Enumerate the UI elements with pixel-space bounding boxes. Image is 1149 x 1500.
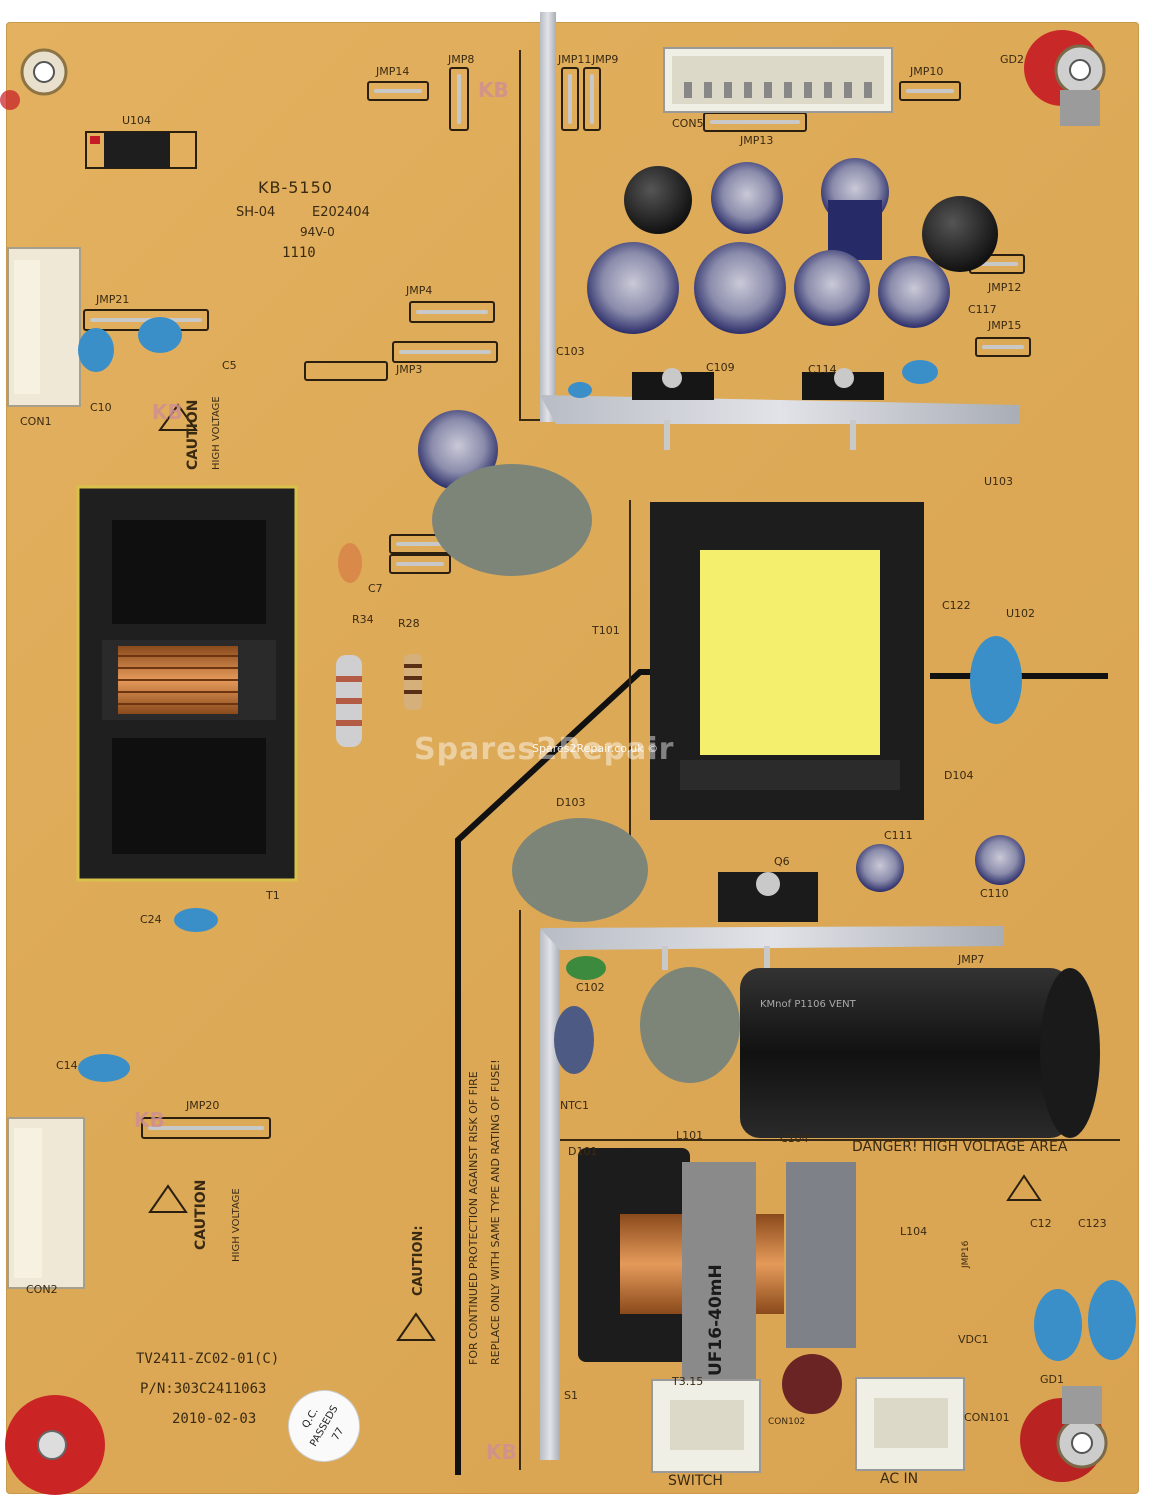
label-con2: CON2 xyxy=(26,1283,58,1296)
board-model: KB-5150 xyxy=(258,178,333,197)
ref-jmp11: JMP11 xyxy=(558,53,592,66)
ref-c7: C7 xyxy=(368,582,383,595)
ref-c103: C103 xyxy=(556,345,585,358)
ref-c117: C117 xyxy=(968,303,997,316)
label-con102: CON102 xyxy=(768,1417,806,1427)
ref-jmp7: JMP7 xyxy=(958,953,985,966)
kb-logo-top: KB xyxy=(478,78,509,102)
fuse-warning-line-1: FOR CONTINUED PROTECTION AGAINST RISK OF… xyxy=(467,1071,480,1365)
label-con5: CON5 xyxy=(672,117,704,130)
ref-c111: C111 xyxy=(884,829,913,842)
ref-r34: R34 xyxy=(352,613,374,626)
ref-c124: C12 xyxy=(1030,1217,1052,1230)
ref-jmp15: JMP15 xyxy=(988,319,1022,332)
ref-c102: C102 xyxy=(576,981,605,994)
ref-l104: L104 xyxy=(900,1225,928,1238)
label-switch: SWITCH xyxy=(668,1473,723,1489)
ref-c122: C122 xyxy=(942,599,971,612)
ref-vdc1: VDC1 xyxy=(958,1333,989,1346)
cert-line-1: SH-04 xyxy=(236,205,276,220)
ref-d101: D101 xyxy=(568,1145,598,1158)
ref-c5: C5 xyxy=(222,359,237,372)
part-code: TV2411-ZC02-01(C) xyxy=(136,1351,280,1367)
ref-gd2: GD2 xyxy=(1000,53,1024,66)
ref-d104: D104 xyxy=(944,769,974,782)
high-voltage-label-top: HIGH VOLTAGE xyxy=(211,396,222,470)
ref-u103: U103 xyxy=(984,475,1014,488)
ref-gd1: GD1 xyxy=(1040,1373,1064,1386)
ref-c123: C123 xyxy=(1078,1217,1107,1230)
kb-logo-bottom-left: KB xyxy=(134,1108,165,1132)
ref-jmp4: JMP4 xyxy=(406,284,433,297)
choke-marking: UF16-40mH xyxy=(706,1264,726,1376)
ref-jmp16: JMP16 xyxy=(961,1240,971,1268)
caution-label-bottom: CAUTION xyxy=(193,1179,209,1250)
label-ac-in: AC IN xyxy=(880,1471,919,1487)
bulk-cap-marking: KMnof P1106 VENT xyxy=(760,999,856,1010)
part-number: P/N:303C2411063 xyxy=(140,1381,267,1397)
flame-rating: 94V-0 xyxy=(300,225,335,239)
cert-line-2: E202404 xyxy=(312,205,370,220)
ref-d103: D103 xyxy=(556,796,586,809)
kb-logo-bottom: KB xyxy=(486,1440,517,1464)
watermark-small: Spares2Repair.co.uk © xyxy=(532,742,659,755)
kb-logo-left: KB xyxy=(152,400,183,424)
caution-label-top: CAUTION xyxy=(185,399,201,470)
ref-jmp13: JMP13 xyxy=(740,134,774,147)
ref-f1: S1 xyxy=(564,1389,578,1402)
ref-l101: L101 xyxy=(676,1129,704,1142)
fuse-caution-title: CAUTION: xyxy=(411,1225,426,1296)
ref-jmp8: JMP8 xyxy=(448,53,475,66)
ref-c104: C104 xyxy=(780,1132,809,1145)
fuse-marking: T3.15 xyxy=(672,1375,704,1388)
ref-jmp20: JMP20 xyxy=(186,1099,220,1112)
ref-c14: C14 xyxy=(56,1059,78,1072)
manufacture-date: 2010-02-03 xyxy=(172,1411,257,1427)
ref-t101: T101 xyxy=(592,624,620,637)
label-con101: CON101 xyxy=(964,1411,1010,1424)
ref-jmp14: JMP14 xyxy=(376,65,410,78)
high-voltage-label-bottom: HIGH VOLTAGE xyxy=(231,1188,242,1262)
ref-ntc1: NTC1 xyxy=(560,1099,589,1112)
ref-c110: C110 xyxy=(980,887,1009,900)
watermark-large: Spares2Repair xyxy=(414,732,675,767)
ref-q6: Q6 xyxy=(774,855,790,868)
ref-t1: T1 xyxy=(266,889,280,902)
ref-jmp9: JMP9 xyxy=(592,53,619,66)
ref-c114: C114 xyxy=(808,363,837,376)
ref-jmp21: JMP21 xyxy=(96,293,130,306)
label-con1: CON1 xyxy=(20,415,52,428)
ref-r28: R28 xyxy=(398,617,420,630)
fuse-warning-line-2: REPLACE ONLY WITH SAME TYPE AND RATING O… xyxy=(489,1059,502,1365)
date-code: 1110 xyxy=(282,245,316,261)
danger-label: DANGER! HIGH VOLTAGE AREA xyxy=(852,1139,1068,1155)
ref-c109: C109 xyxy=(706,361,735,374)
ref-u102: U102 xyxy=(1006,607,1036,620)
ref-u104: U104 xyxy=(122,114,152,127)
ref-jmp3: JMP3 xyxy=(396,363,423,376)
ref-jmp10: JMP10 xyxy=(910,65,944,78)
ref-c24: C24 xyxy=(140,913,162,926)
ref-c10: C10 xyxy=(90,401,112,414)
ref-jmp12: JMP12 xyxy=(988,281,1022,294)
